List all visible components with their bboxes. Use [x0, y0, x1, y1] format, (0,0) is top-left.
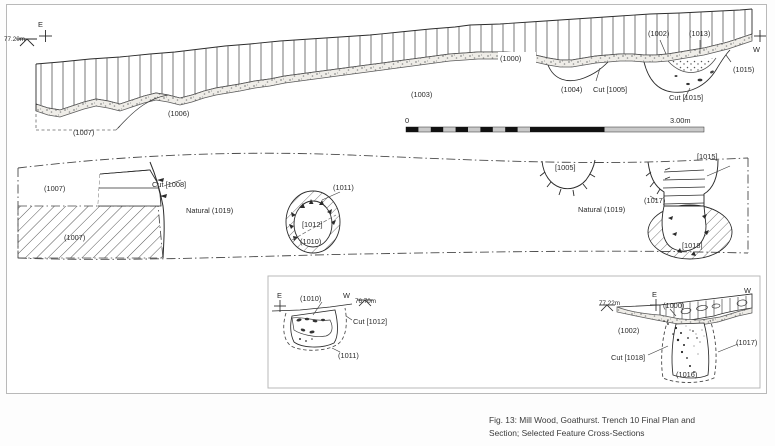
cs-right-label-1018: Cut [1018] [611, 353, 645, 362]
plan-label-1017: (1017) [644, 196, 665, 205]
section-strata [35, 8, 753, 131]
cs-left-label-1011: (1011) [338, 351, 359, 360]
cs-left-stones [296, 317, 325, 342]
cut-1008-ticks [157, 178, 167, 198]
plan-label-1008: Cut [1008] [152, 180, 186, 189]
cs-left-label-1010: (1010) [300, 294, 321, 303]
cs-right-stone-spill [663, 320, 698, 373]
cs-right-datum: 77.22m [599, 300, 620, 307]
plan-label-1012: [1012] [302, 220, 323, 229]
label-1005cut: Cut [1005] [593, 85, 627, 94]
cross-section-right-drawing: E W 77.22m [599, 286, 757, 383]
cut-1015-section [643, 49, 731, 93]
plan-text-labels: (1007) (1007) Cut [1008] Natural (1019) … [44, 152, 718, 250]
feature-1015-plan [645, 159, 731, 206]
feature-1005-plan [539, 159, 596, 197]
label-1013: (1013) [689, 29, 710, 38]
section-leaders [595, 39, 732, 101]
cs-right-label-1016: (1016) [676, 370, 697, 379]
cs-right-voidstones [680, 299, 748, 315]
plan-label-1018: [1018] [682, 241, 703, 250]
plan-label-1010: (1010) [300, 237, 321, 246]
cs-left-compass-e: E [277, 291, 282, 300]
feature-1015-hatch [662, 169, 706, 205]
feature-1018-ticks [668, 214, 709, 256]
cs-left-compass-w: W [343, 291, 350, 300]
scale-bar-group[interactable]: 0 3.00m [405, 116, 705, 133]
feature-1005-ticks [539, 171, 596, 197]
datum-marker-left: 77.20m E [4, 20, 52, 47]
plan-drawing: (1007) (1007) Cut [1008] Natural (1019) … [17, 152, 749, 260]
label-1000: (1000) [500, 54, 521, 63]
feature-1017-1018-plan [647, 195, 733, 260]
cs-left-datum: 76.70m [355, 298, 376, 305]
cs-right-compass-w: W [744, 286, 751, 295]
plan-label-1007a: (1007) [44, 184, 65, 193]
cs-right-silt-dots [685, 325, 705, 355]
label-1004: (1004) [561, 85, 582, 94]
label-1015cut: Cut [1015] [669, 93, 703, 102]
cross-section-left-drawing: E W 76.70m [271, 291, 387, 360]
section-text-labels: (1000) (1002) (1013) (1003) (1004) Cut [… [73, 29, 754, 137]
plan-label-1005: [1005] [555, 163, 576, 172]
label-1006: (1006) [168, 109, 189, 118]
label-1015: (1015) [733, 65, 754, 74]
cs-right-hatch [665, 295, 747, 320]
cross-sections-box: E W 76.70m [267, 275, 761, 389]
scale-end-label: 3.00m [670, 116, 691, 125]
cs-right-compass-e: E [652, 290, 657, 299]
compass-west-main: W [753, 45, 760, 54]
compass-east-main: E [38, 20, 43, 29]
plan-label-1011: (1011) [333, 183, 354, 192]
datum-label-left: 77.20m [4, 36, 25, 43]
plan-label-1015: [1015] [697, 152, 718, 161]
datum-marker-right: W [753, 30, 766, 54]
caption-line-1: Fig. 13: Mill Wood, Goathurst. Trench 10… [489, 415, 696, 425]
cs-left-label-1012: Cut [1012] [353, 317, 387, 326]
label-1003: (1003) [411, 90, 432, 99]
figure-caption: Fig. 13: Mill Wood, Goathurst. Trench 10… [489, 414, 761, 439]
feature-1012-ticks [289, 199, 336, 241]
cut-1005-section [547, 61, 609, 82]
scale-start-label: 0 [405, 116, 409, 125]
plan-label-natural-2: Natural (1019) [578, 205, 625, 214]
feature-1015-ticks [645, 167, 671, 195]
feature-1011-plan [285, 190, 341, 254]
label-1002: (1002) [648, 29, 669, 38]
cs-right-label-1002: (1002) [618, 326, 639, 335]
plan-label-1007b: (1007) [64, 233, 85, 242]
plan-label-natural-1: Natural (1019) [186, 206, 233, 215]
cs-right-label-1000: (1000) [663, 301, 684, 310]
cs-right-label-1017: (1017) [736, 338, 757, 347]
label-1007: (1007) [73, 128, 94, 137]
caption-line-2: Section; Selected Feature Cross-Sections [489, 427, 645, 438]
